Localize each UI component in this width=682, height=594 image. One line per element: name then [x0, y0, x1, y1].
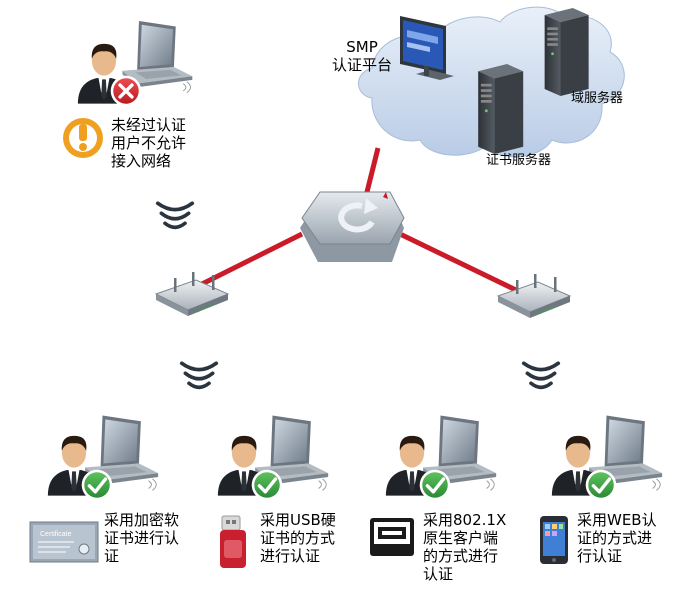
client-3 — [385, 415, 497, 502]
cert-server-icon — [478, 64, 524, 154]
link-hub-left-ap — [196, 231, 304, 289]
core-switch — [300, 191, 405, 262]
ok-badge-icon — [250, 468, 284, 502]
smp-platform-label: SMP 认证平台 — [332, 38, 393, 74]
smartphone-icon — [540, 516, 568, 564]
ok-badge-icon — [418, 468, 452, 502]
ok-badge-icon — [80, 468, 114, 502]
warning-icon — [63, 118, 103, 158]
denied-user — [63, 20, 193, 158]
client-4-text: 采用WEB认 证的方式进 行认证 — [577, 511, 657, 565]
certificate-icon: Certificate — [29, 521, 99, 563]
link-hub-right-ap — [398, 231, 522, 295]
client-3-text: 采用802.1X 原生客户端 的方式进行 认证 — [423, 511, 507, 583]
usb-key-icon — [220, 515, 246, 568]
client-1 — [47, 415, 159, 502]
certificate-card-text: Certificate — [40, 531, 72, 538]
wifi-waves-icon — [179, 361, 219, 390]
client-2 — [217, 415, 329, 502]
client-2-text: 采用USB硬 证书的方式 进行认证 — [260, 511, 336, 565]
deny-badge-icon — [109, 74, 143, 108]
domain-server-icon — [544, 8, 589, 96]
ok-badge-icon — [584, 468, 618, 502]
domain-server-label: 域服务器 — [571, 91, 624, 106]
smp-platform-monitor — [400, 16, 454, 80]
client-1-text: 采用加密软 证书进行认 证 — [104, 511, 180, 565]
access-point-right — [497, 274, 571, 319]
wifi-waves-icon — [155, 201, 195, 230]
monitor-icon — [370, 518, 414, 556]
server-cloud — [358, 6, 625, 158]
refresh-icon — [338, 202, 375, 233]
denied-user-text: 未经过认证 用户不允许 接入网络 — [111, 116, 187, 170]
wifi-waves-icon — [521, 361, 561, 390]
client-4 — [551, 415, 663, 502]
cert-server-label: 证书服务器 — [486, 153, 552, 168]
